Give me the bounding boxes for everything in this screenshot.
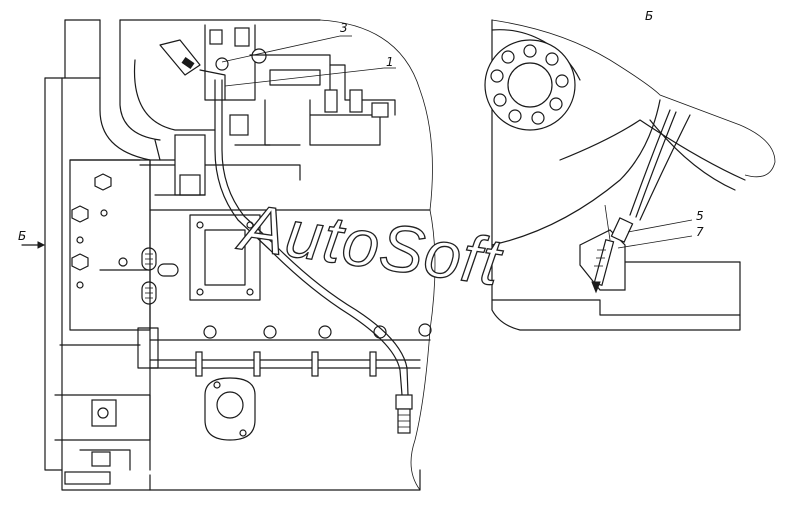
callout-3: 3 <box>221 21 352 63</box>
bolt-hex-3 <box>71 253 89 271</box>
stud-bolts <box>195 351 377 377</box>
view-arrow-label: Б <box>18 229 26 243</box>
bolt-hex-2 <box>71 205 89 223</box>
callout-1-label: 1 <box>386 55 394 69</box>
watermark-text: AutoSoft <box>233 189 508 299</box>
engine-block-view: Б 3 1 <box>18 19 436 491</box>
view-arrow: Б <box>18 229 46 249</box>
detail-view-label: Б <box>645 9 653 23</box>
callout-3-label: 3 <box>340 21 348 35</box>
bolt-hex-1 <box>94 173 112 191</box>
callout-7: 7 <box>617 225 704 249</box>
callout-1: 1 <box>224 55 396 87</box>
callout-5-label: 5 <box>696 209 704 223</box>
callout-7-label: 7 <box>696 225 704 239</box>
watermark: AutoSoft <box>232 188 508 300</box>
detail-view-b: Б <box>484 9 776 331</box>
callout-5: 5 <box>627 209 704 233</box>
flywheel-bolts <box>490 44 569 125</box>
